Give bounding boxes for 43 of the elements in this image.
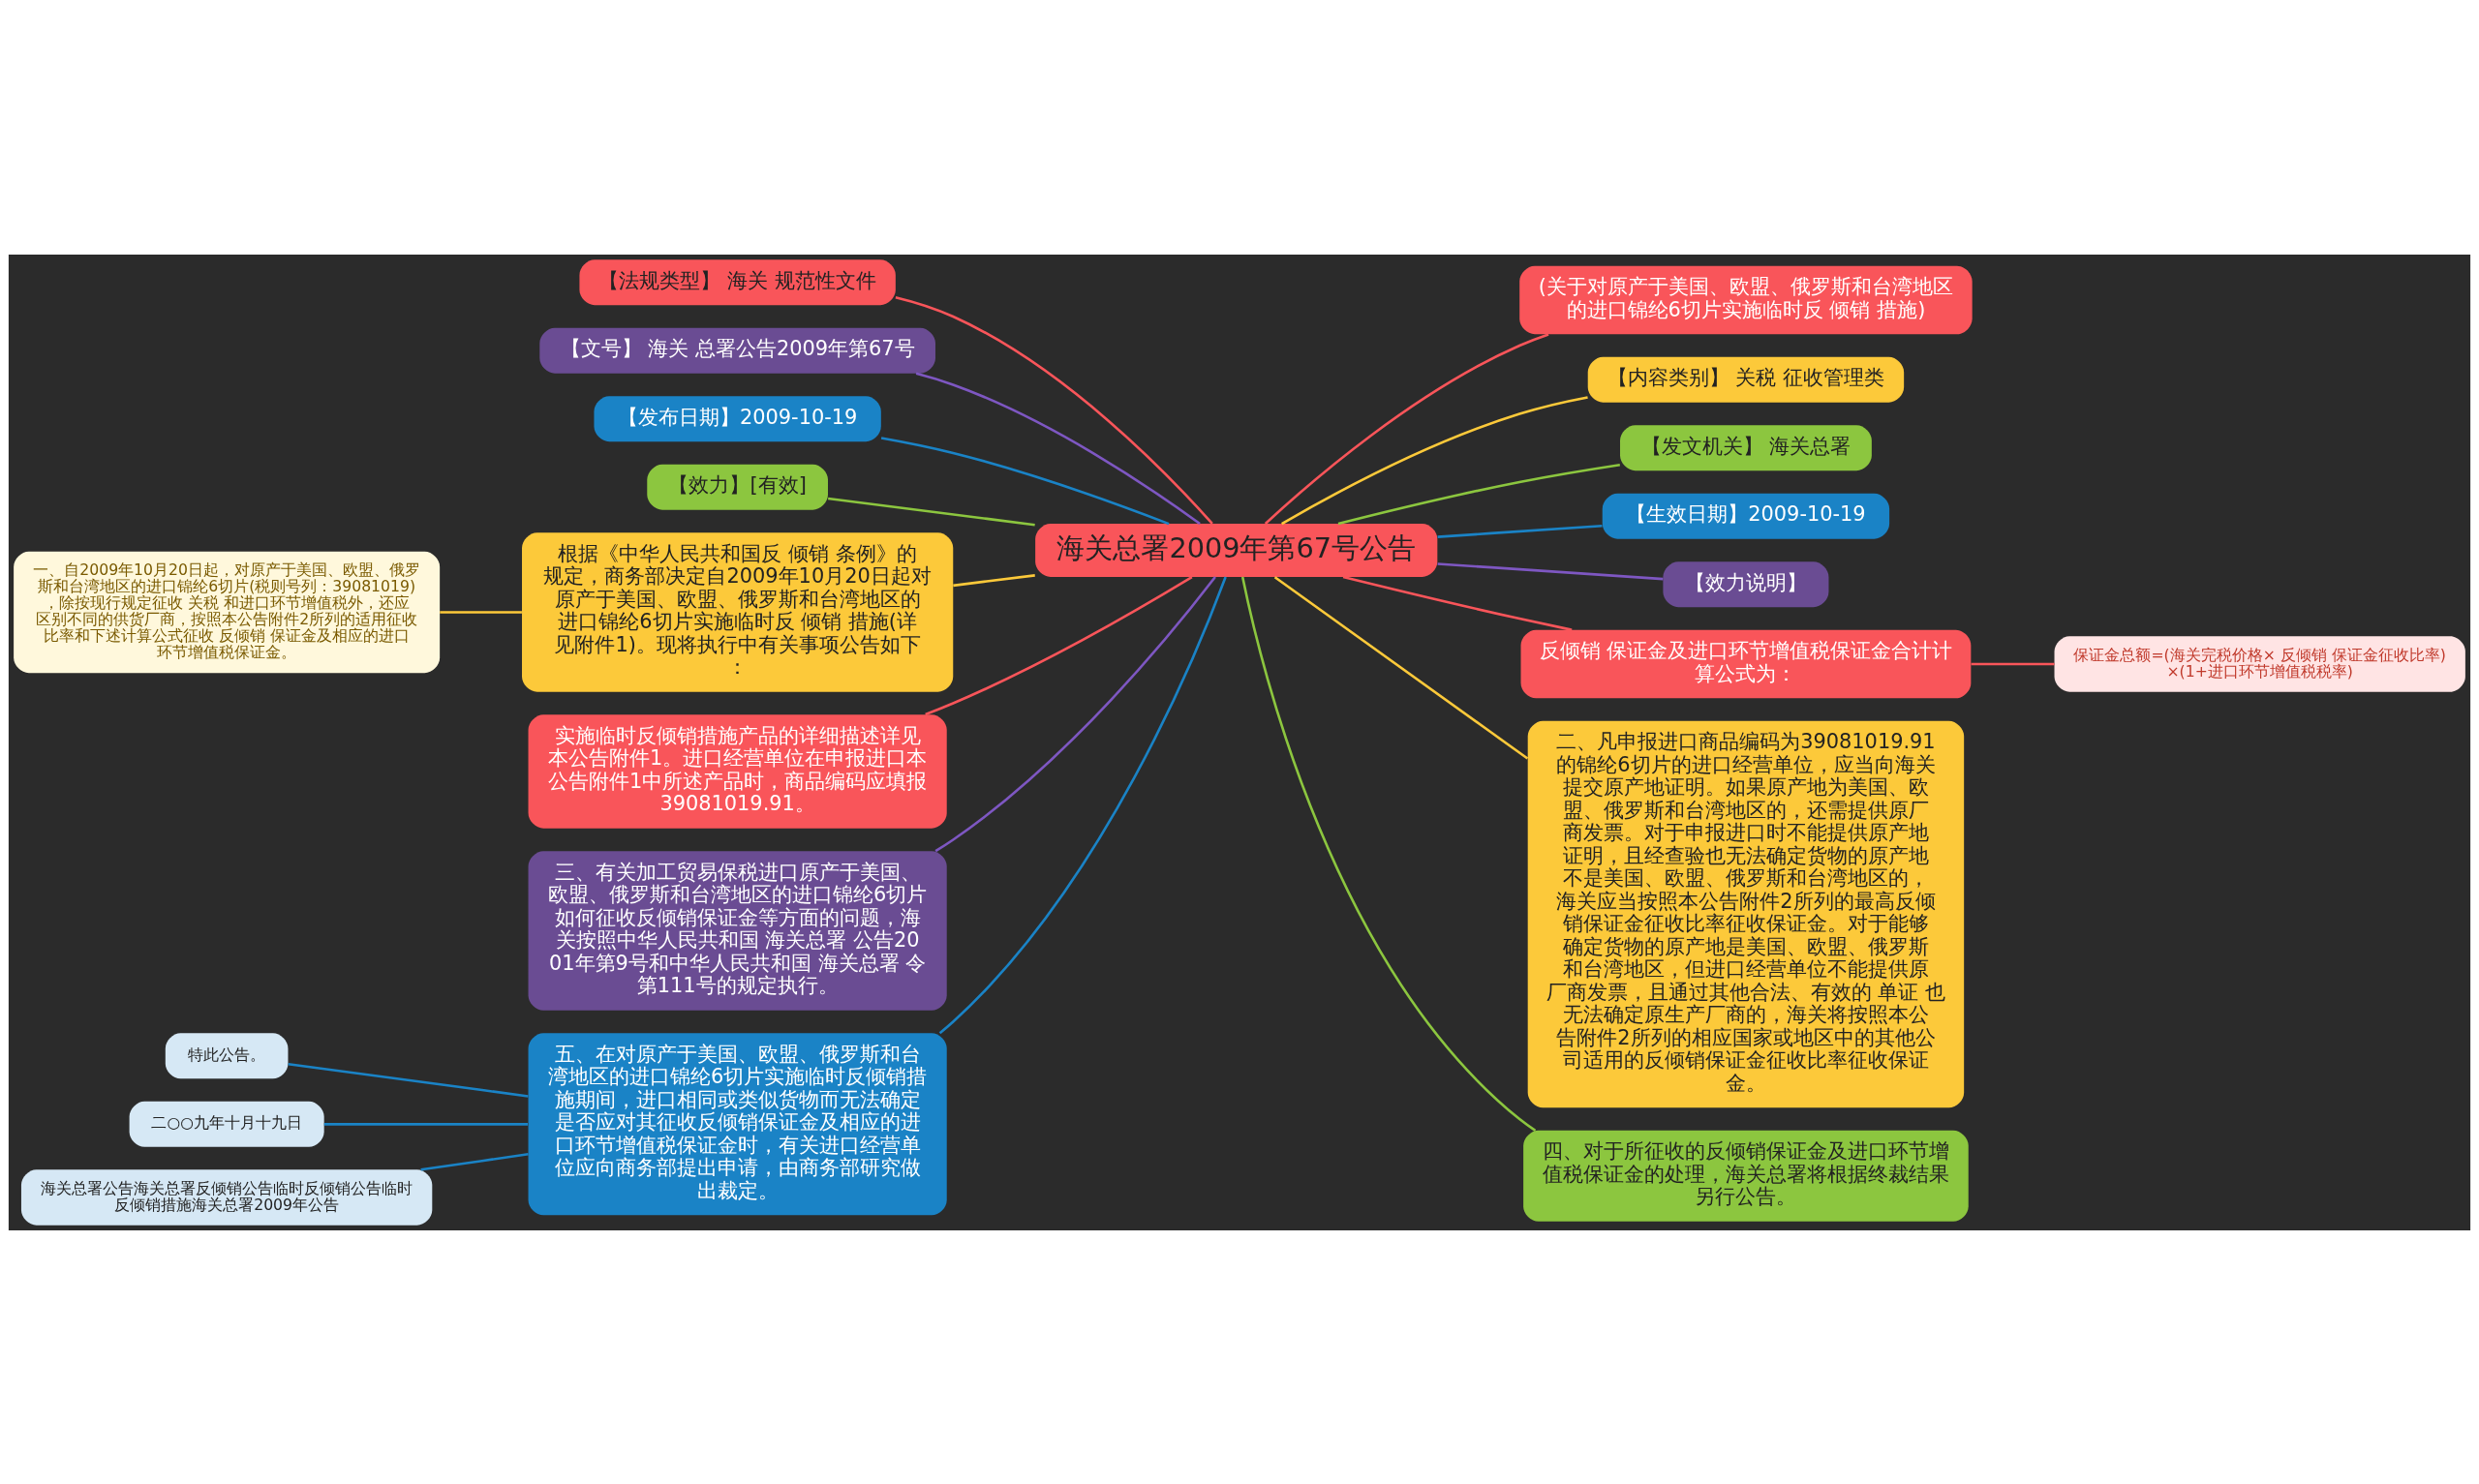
connector bbox=[1337, 463, 1620, 525]
node-box: 根据《中华人民共和国反 倾销 条例》的规定，商务部决定自2009年10月20日起对原产于美国、欧盟、俄罗斯和台湾地区的进口锦纶6切片实施临时反 倾销 措施(详见附件1)。现将执行中有关事项公告如下： bbox=[522, 531, 954, 692]
node-box: 反倾销 保证金及进口环节增值税保证金合计计算公式为： bbox=[1520, 629, 1972, 698]
connector bbox=[1240, 576, 1537, 1132]
node-box: 五、在对原产于美国、欧盟、俄罗斯和台湾地区的进口锦纶6切片实施临时反倾销措施期间，进口相同或类似货物而无法确定是否应对其征收反倾销保证金及相应的进口环节增值税保证金时，有关进口经营单位应向商务部提出申请，由商务部研究做出裁定。 bbox=[528, 1032, 947, 1215]
node-box: 三、有关加工贸易保税进口原产于美国、欧盟、俄罗斯和台湾地区的进口锦纶6切片如何征收反倾销保证金等方面的问题，海关按照中华人民共和国 海关总署 公告2001年第9号和中华人民共和国 海关总署 令第111号的规定执行。 bbox=[528, 850, 947, 1011]
node-box: 【效力】[有效] bbox=[647, 464, 828, 510]
connector bbox=[1264, 332, 1549, 525]
connector bbox=[1971, 662, 2055, 665]
connector bbox=[925, 575, 1193, 715]
connector bbox=[288, 1062, 529, 1098]
node-box: 【内容类别】 关税 征收管理类 bbox=[1587, 356, 1905, 403]
connector bbox=[1342, 575, 1573, 631]
connector bbox=[953, 573, 1035, 587]
node-box: 四、对于所征收的反倾销保证金及进口环节增值税保证金的处理，海关总署将根据终裁结果另行公告。 bbox=[1523, 1130, 1969, 1222]
connector bbox=[934, 575, 1216, 852]
connector bbox=[938, 576, 1227, 1034]
node-box: 【效力说明】 bbox=[1663, 560, 1829, 607]
node-box: 海关总署2009年第67号公告 bbox=[1035, 523, 1438, 577]
node-box: 海关总署公告海关总署反倾销公告临时反倾销公告临时反倾销措施海关总署2009年公告 bbox=[20, 1168, 433, 1226]
node-box: 特此公告。 bbox=[165, 1032, 289, 1078]
node-box: 实施临时反倾销措施产品的详细描述详见本公告附件1。进口经营单位在申报进口本公告附件1中所述产品时，商品编码应填报39081019.91。 bbox=[528, 713, 947, 829]
node-box: 二○○九年十月十九日 bbox=[129, 1101, 324, 1147]
connector bbox=[440, 610, 522, 614]
node-box: 一、自2009年10月20日起，对原产于美国、欧盟、俄罗斯和台湾地区的进口锦纶6切片(税则号列：39081019)，除按现行规定征收 关税 和进口环节增值税外，还应区别不同的供货厂商，按照本公告附件2所列的适用征收比率和下述计算公式征收 反倾销 保证金及相应的进口环节增值税保证金。 bbox=[14, 551, 441, 673]
connector bbox=[1273, 575, 1529, 760]
node-box: (关于对原产于美国、欧盟、俄罗斯和台湾地区的进口锦纶6切片实施临时反 倾销 措施) bbox=[1519, 265, 1973, 334]
connector bbox=[1437, 524, 1603, 538]
node-box: 【文号】 海关 总署公告2009年第67号 bbox=[539, 327, 935, 374]
node-box: 保证金总额=(海关完税价格× 反倾销 保证金征收比率)×(1+进口环节增值税税率) bbox=[2054, 635, 2465, 692]
connector bbox=[420, 1152, 529, 1171]
connector bbox=[915, 372, 1201, 525]
node-box: 【发布日期】2009-10-19 bbox=[594, 395, 881, 441]
connector bbox=[880, 436, 1170, 525]
connector bbox=[828, 497, 1035, 526]
connector bbox=[1281, 395, 1588, 525]
connector bbox=[895, 295, 1213, 525]
node-box: 二、凡申报进口商品编码为39081019.91的锦纶6切片的进口经营单位，应当向海关提交原产地证明。如果原产地为美国、欧盟、俄罗斯和台湾地区的，还需提供原厂商发票。对于申报进口时不能提供原产地证明，且经查验也无法确定货物的原产地不是美国、欧盟、俄罗斯和台湾地区的，海关应当按照本公告附件2所列的最高反倾销保证金征收比率征收保证金。对于能够确定货物的原产地是美国、欧盟、俄罗斯和台湾地区，但进口经营单位不能提供原厂商发票，且通过其他合法、有效的 单证 也无法确定原生产厂商的，海关将按照本公告附件2所列的相应国家或地区中的其他公司适用的反倾销保证金征收比率征收保证金。 bbox=[1527, 720, 1965, 1107]
node-box: 【法规类型】 海关 规范性文件 bbox=[579, 258, 896, 305]
connector bbox=[1437, 561, 1664, 580]
node-box: 【发文机关】 海关总署 bbox=[1620, 424, 1872, 470]
connector bbox=[323, 1122, 529, 1126]
node-box: 【生效日期】2009-10-19 bbox=[1602, 493, 1890, 539]
